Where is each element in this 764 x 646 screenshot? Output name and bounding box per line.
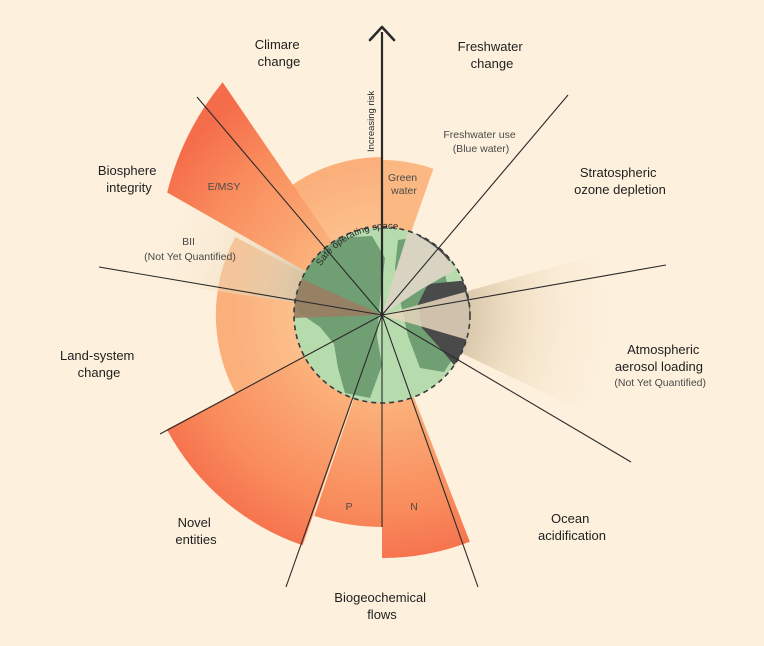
divider-line (381, 314, 632, 463)
aerosol-not-quantified-note: (Not Yet Quantified) (614, 377, 706, 389)
freshwater-change-label: Freshwater change (458, 39, 527, 71)
boundary-divider-lines (98, 94, 667, 588)
phosphorus-label: P (345, 501, 352, 513)
novel-entities-label: Novel entities (175, 515, 217, 547)
land-system-change-label: Land-system change (60, 348, 138, 380)
biogeochemical-flows-label: Biogeochemical flows (334, 590, 429, 622)
divider-line (381, 94, 569, 316)
nitrogen-label: N (410, 501, 418, 513)
divider-line (196, 96, 383, 316)
divider-line (381, 264, 667, 316)
increasing-risk-axis: Increasing risk (366, 25, 396, 315)
aerosol-loading-label: Atmospheric aerosol loading (615, 342, 703, 374)
zone-brown (294, 278, 382, 318)
divider-line (285, 314, 383, 588)
aerosol-wedge (382, 251, 617, 417)
arrow-up-icon (368, 25, 396, 42)
ocean-acidification-label: Ocean acidification (538, 511, 606, 543)
bii-label: BII (Not Yet Quantified) (144, 236, 236, 263)
boundary-labels: Climare change Freshwater change Stratos… (60, 37, 706, 622)
ozone-depletion-label: Stratospheric ozone depletion (574, 165, 666, 197)
increasing-risk-label: Increasing risk (366, 91, 377, 152)
divider-line (159, 314, 383, 435)
zone-grey (382, 292, 470, 340)
blue-water-label: Freshwater use (Blue water) (443, 129, 518, 155)
divider-line (381, 314, 479, 588)
biosphere-integrity-label: Biosphere integrity (98, 163, 160, 195)
emsy-label: E/MSY (208, 181, 241, 193)
sub-boundary-labels: Freshwater use (Blue water) Green water … (144, 129, 518, 513)
divider-line (98, 266, 383, 316)
climate-change-label: Climare change (255, 37, 303, 69)
land-mass (294, 236, 385, 398)
green-water-label: Green water (388, 172, 420, 197)
